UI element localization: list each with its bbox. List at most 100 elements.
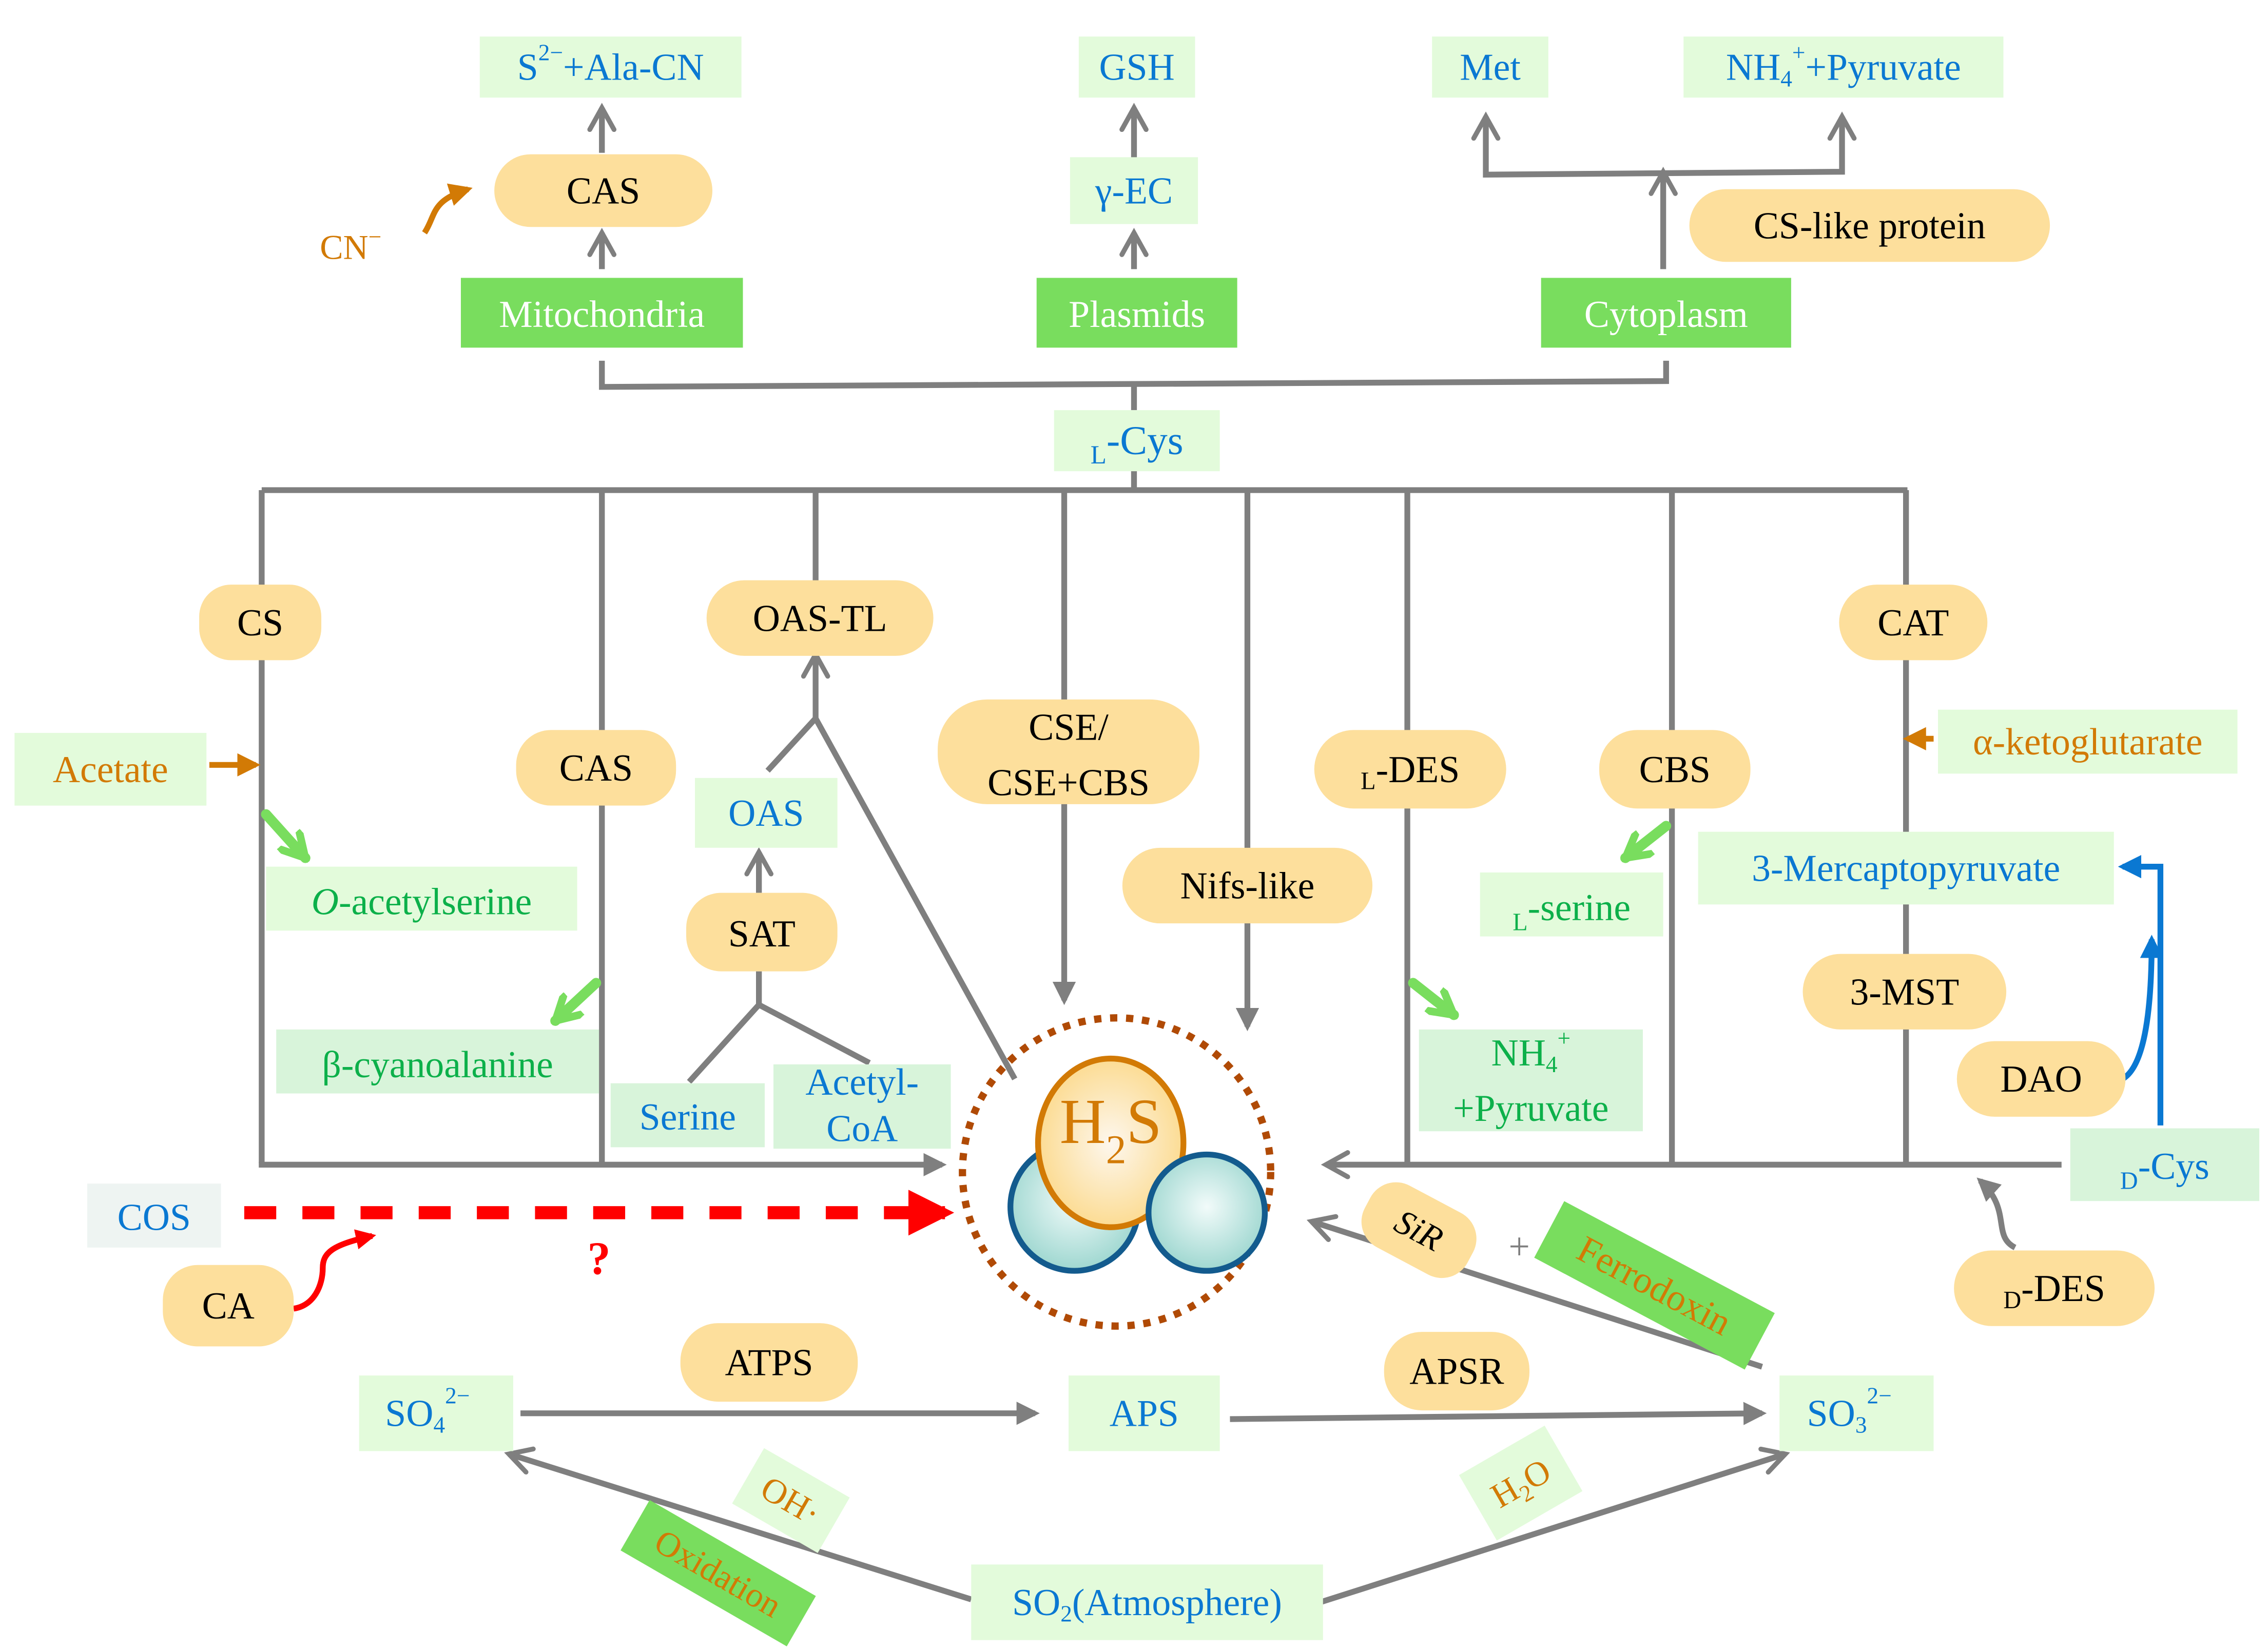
h2s-ring <box>959 1014 1274 1330</box>
svg-text:GSH: GSH <box>1099 46 1175 88</box>
svg-text:CSE/: CSE/ <box>1029 706 1109 748</box>
svg-text:L-serine: L-serine <box>1513 886 1631 936</box>
svg-text:+Pyruvate: +Pyruvate <box>1453 1087 1608 1129</box>
svg-text:CBS: CBS <box>1639 748 1711 790</box>
substrate-acetyl-coa: Acetyl- CoA <box>773 1061 951 1150</box>
svg-text:OAS: OAS <box>728 792 804 834</box>
svg-text:Nifs-like: Nifs-like <box>1180 864 1315 906</box>
svg-text:CAS: CAS <box>559 747 633 789</box>
svg-text:CAS: CAS <box>567 169 640 211</box>
svg-text:Cytoplasm: Cytoplasm <box>1584 293 1748 335</box>
svg-text:CS-like protein: CS-like protein <box>1754 204 1986 246</box>
product-l-serine: L-serine <box>1480 872 1663 937</box>
substrate-serine: Serine <box>610 1083 765 1148</box>
substrate-so4: SO42− <box>359 1375 513 1451</box>
svg-text:L-Cys: L-Cys <box>1091 418 1184 470</box>
svg-text:NH4+: NH4+ <box>1491 1025 1571 1077</box>
enzyme-cs-like-protein: CS-like protein <box>1689 189 2050 262</box>
product-met: Met <box>1432 36 1548 98</box>
cofactor-cn: CN− <box>320 224 381 266</box>
substrate-oas: OAS <box>695 778 838 848</box>
cofactor-alpha-ketoglutarate: α-ketoglutarate <box>1937 709 2238 774</box>
intermediate-gamma-ec: γ-EC <box>1070 157 1198 224</box>
enzyme-atps: ATPS <box>680 1323 858 1402</box>
top-connectors <box>602 108 1842 411</box>
ddes-arrow <box>1976 1177 2017 1250</box>
substrate-cos: COS <box>87 1184 221 1248</box>
svg-text:SAT: SAT <box>728 913 796 955</box>
svg-text:Acetate: Acetate <box>53 748 168 790</box>
svg-text:L-DES: L-DES <box>1361 748 1460 794</box>
hydrogen-atom-right <box>1146 1151 1268 1274</box>
product-s2-ala-cn: S2−+Ala-CN <box>479 36 742 98</box>
svg-text:APS: APS <box>1110 1392 1179 1434</box>
enzyme-cas: CAS <box>516 730 676 806</box>
svg-text:γ-EC: γ-EC <box>1095 169 1173 211</box>
enzyme-nifs-like: Nifs-like <box>1122 847 1373 924</box>
product-o-acetylserine: O-acetylserine <box>266 866 577 931</box>
svg-text:Met: Met <box>1460 46 1521 88</box>
enzyme-l-des: L-DES <box>1314 730 1506 809</box>
svg-text:NH4++Pyruvate: NH4++Pyruvate <box>1726 40 1961 91</box>
enzyme-oas-tl: OAS-TL <box>706 580 934 656</box>
svg-text:Serine: Serine <box>639 1096 736 1138</box>
product-b-cyanoalanine: β-cyanoalanine <box>276 1029 599 1094</box>
svg-text:DAO: DAO <box>2000 1058 2082 1100</box>
substrate-3-mercaptopyruvate: 3-Mercaptopyruvate <box>1698 831 2114 905</box>
ca-arrow <box>293 1229 376 1312</box>
svg-text:CS: CS <box>237 602 283 644</box>
svg-text:SO42−: SO42− <box>385 1383 470 1438</box>
svg-text:Mitochondria: Mitochondria <box>499 293 705 335</box>
svg-text:ATPS: ATPS <box>725 1342 813 1384</box>
sulfur-atom <box>1035 1055 1187 1230</box>
svg-text:OAS-TL: OAS-TL <box>753 597 887 639</box>
svg-text:Acetyl-: Acetyl- <box>805 1061 919 1103</box>
unknown-mechanism: ? <box>587 1232 610 1284</box>
svg-text:CoA: CoA <box>826 1108 898 1150</box>
compartment-mitochondria: Mitochondria <box>460 278 743 348</box>
enzyme-sat: SAT <box>686 893 838 972</box>
svg-text:D-DES: D-DES <box>2003 1267 2105 1313</box>
svg-text:CSE+CBS: CSE+CBS <box>987 761 1150 803</box>
enzyme-ca: CA <box>163 1265 294 1347</box>
enzyme-apsr: APSR <box>1384 1332 1529 1411</box>
cofactor-oh-radical: OH· <box>732 1448 850 1553</box>
product-nh4-pyruvate: NH4+ +Pyruvate <box>1419 1025 1643 1132</box>
product-gsh: GSH <box>1078 36 1195 98</box>
svg-text:D-Cys: D-Cys <box>2120 1145 2209 1194</box>
svg-text:COS: COS <box>118 1196 191 1238</box>
substrate-so3: SO32− <box>1779 1375 1934 1451</box>
enzyme-sir: SiR <box>1361 1182 1477 1278</box>
svg-text:α-ketoglutarate: α-ketoglutarate <box>1973 721 2203 763</box>
svg-text:β-cyanoalanine: β-cyanoalanine <box>322 1043 553 1085</box>
enzyme-dao: DAO <box>1956 1041 2126 1117</box>
enzyme-3-mst: 3-MST <box>1802 954 2007 1030</box>
cofactor-acetate: Acetate <box>14 733 207 806</box>
l-cys: L-Cys <box>1054 410 1220 472</box>
enzyme-cat: CAT <box>1839 585 1988 661</box>
svg-text:Plasmids: Plasmids <box>1069 293 1205 335</box>
svg-text:S2−+Ala-CN: S2−+Ala-CN <box>517 40 704 88</box>
enzyme-cse-cbs: CSE/ CSE+CBS <box>938 699 1199 804</box>
substrate-so2-atmosphere: SO2(Atmosphere) <box>971 1564 1323 1640</box>
svg-text:O-acetylserine: O-acetylserine <box>312 881 532 923</box>
svg-text:APSR: APSR <box>1409 1350 1504 1392</box>
h2s-label: H2S <box>1060 1086 1162 1173</box>
enzyme-cbs: CBS <box>1599 730 1751 809</box>
svg-text:SO2(Atmosphere): SO2(Atmosphere) <box>1012 1581 1282 1627</box>
plus-sign: + <box>1508 1225 1530 1267</box>
product-nh4-pyruvate-top: NH4++Pyruvate <box>1683 36 2004 98</box>
enzyme-d-des: D-DES <box>1954 1250 2155 1326</box>
svg-text:SO32−: SO32− <box>1807 1383 1892 1438</box>
enzyme-cs: CS <box>199 585 322 661</box>
middle-connectors <box>259 468 2062 1165</box>
cofactor-ferrodoxin: Ferrodoxin <box>1534 1201 1775 1370</box>
svg-text:3-MST: 3-MST <box>1850 971 1959 1013</box>
h2s-molecule: H2S <box>959 1014 1274 1330</box>
cofactor-h2o: H2O <box>1459 1425 1583 1541</box>
enzyme-cas-mito: CAS <box>494 154 713 227</box>
substrate-d-cys: D-Cys <box>2070 1128 2260 1201</box>
cn-arrow <box>422 183 473 235</box>
compartment-cytoplasm: Cytoplasm <box>1541 278 1791 348</box>
